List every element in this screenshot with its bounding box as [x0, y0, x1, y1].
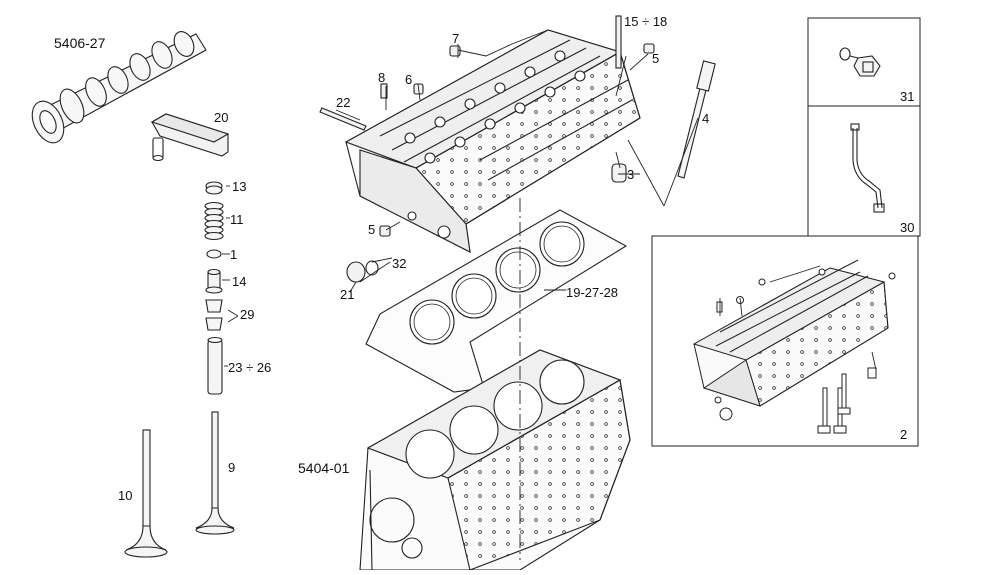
callout-13: 13 — [232, 179, 247, 194]
callout-21: 21 — [340, 287, 355, 302]
camshaft — [31, 31, 207, 144]
inset-frame-cylinder-head-assembly — [651, 235, 919, 447]
nut-part-5-top — [643, 43, 655, 54]
reference-label-camshaft-group: 5406-27 — [54, 35, 106, 51]
callout-3: 3 — [627, 167, 635, 182]
callout-15-18: 15 ÷ 18 — [624, 14, 668, 29]
callout-32: 32 — [392, 256, 407, 271]
reference-label-block-group: 5404-01 — [298, 460, 350, 476]
callout-5-top: 5 — [652, 51, 660, 66]
leader-lines — [222, 29, 877, 560]
callout-5-bottom: 5 — [368, 222, 376, 237]
glow-plug-part-4 — [677, 60, 716, 179]
callout-30: 30 — [900, 220, 915, 235]
fitting-part-31 — [839, 47, 881, 77]
pulley-part-21 — [346, 261, 366, 283]
seal-part-32 — [365, 260, 379, 276]
spring-part-11 — [204, 201, 224, 241]
callout-9: 9 — [228, 460, 236, 475]
nut-part-7 — [449, 45, 461, 57]
plug-part-3 — [611, 163, 627, 183]
callout-6: 6 — [405, 72, 413, 87]
cylinder-head-assembly-part-2 — [692, 259, 896, 434]
callout-23-26: 23 ÷ 26 — [228, 360, 272, 375]
callout-29: 29 — [240, 307, 255, 322]
callout-8: 8 — [378, 70, 386, 85]
engine-block — [359, 349, 631, 571]
callout-22: 22 — [336, 95, 351, 110]
stud-part-15-18 — [615, 15, 622, 69]
collets-part-29 — [205, 299, 223, 331]
callout-7: 7 — [452, 31, 460, 46]
seal-part-14 — [205, 268, 223, 294]
guide-part-23-26 — [207, 336, 223, 395]
nut-part-5-bottom — [379, 225, 391, 237]
callout-20: 20 — [214, 110, 229, 125]
callout-10: 10 — [118, 488, 133, 503]
callout-11: 11 — [230, 212, 244, 227]
valve-part-9 — [195, 411, 235, 535]
washer-part-1 — [206, 249, 222, 259]
pipe-part-30 — [850, 123, 885, 213]
head-gasket — [365, 209, 628, 393]
callout-31: 31 — [900, 89, 915, 104]
callout-19-27-28: 19-27-28 — [566, 285, 619, 300]
cylinder-head — [344, 29, 641, 253]
callout-14: 14 — [232, 274, 247, 289]
valve-part-10 — [124, 429, 168, 558]
inset-frame-31-30 — [807, 17, 921, 237]
callout-1: 1 — [230, 247, 238, 262]
stud-part-22 — [319, 107, 367, 131]
callout-4: 4 — [702, 111, 710, 126]
callout-2: 2 — [900, 427, 908, 442]
dowel-part-8 — [380, 83, 388, 99]
valve-train-column — [195, 181, 235, 535]
rocker-arm-part-20 — [150, 113, 230, 162]
